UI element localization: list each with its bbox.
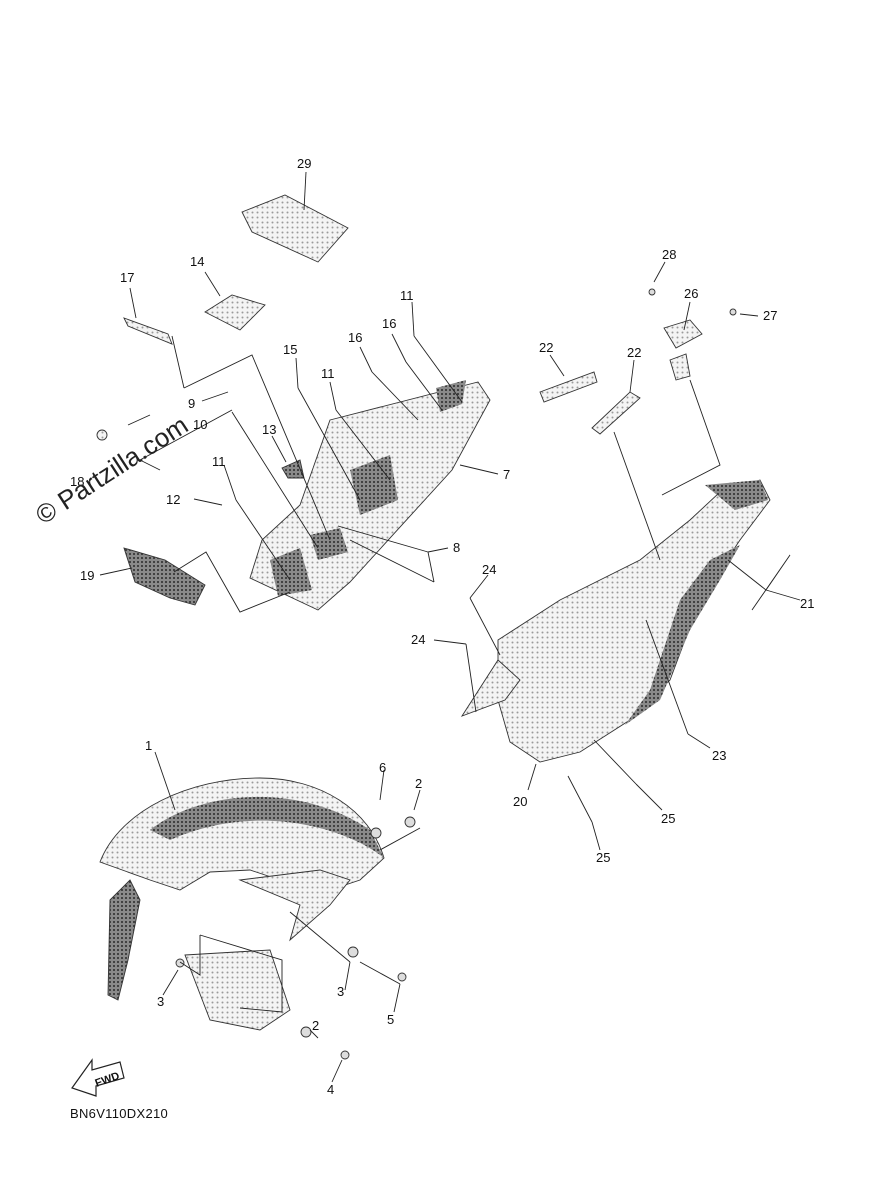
callout-29: 29 [297,156,311,171]
part-17-bolt [123,317,173,345]
callout-22a: 22 [539,340,553,355]
part-19-cover [123,547,206,606]
callouts: 29 14 17 15 16 16 11 11 9 10 13 18 11 12… [70,156,814,1097]
part-20-seat [460,479,771,763]
callout-16b: 16 [382,316,396,331]
part-26-27-28-hardware [648,288,737,381]
callout-7: 7 [503,467,510,482]
part-18-clip [96,429,108,441]
drawing-code: BN6V110DX210 [70,1106,169,1121]
part-13-clip [281,459,305,479]
fwd-arrow-icon: FWD [71,1058,125,1097]
callout-23: 23 [712,748,726,763]
callout-19: 19 [80,568,94,583]
callout-11b: 11 [321,366,335,381]
part-14-pad [204,294,266,331]
callout-3a: 3 [157,994,164,1009]
callout-16a: 16 [348,330,362,345]
callout-3b: 3 [337,984,344,999]
callout-2b: 2 [312,1018,319,1033]
callout-24b: 24 [411,632,425,647]
callout-13: 13 [262,422,276,437]
callout-24a: 24 [482,562,496,577]
callout-8: 8 [453,540,460,555]
part-29-pad [241,194,349,263]
callout-1: 1 [145,738,152,753]
callout-4: 4 [327,1082,334,1097]
callout-20: 20 [513,794,527,809]
callout-21: 21 [800,596,814,611]
callout-22b: 22 [627,345,641,360]
leader-lines [99,171,801,1083]
callout-11a: 11 [400,288,414,303]
part-22-rubber-b [591,391,641,435]
part-22-rubber-a [539,371,598,403]
callout-25a: 25 [661,811,675,826]
callout-9: 9 [188,396,195,411]
callout-25b: 25 [596,850,610,865]
callout-14: 14 [190,254,204,269]
callout-5: 5 [387,1012,394,1027]
callout-17: 17 [120,270,134,285]
callout-15: 15 [283,342,297,357]
part-1-front-fender [99,777,385,1031]
part-7-cover [249,380,491,611]
callout-12: 12 [166,492,180,507]
callout-28: 28 [662,247,676,262]
callout-27: 27 [763,308,777,323]
callout-18: 18 [70,474,84,489]
callout-26: 26 [684,286,698,301]
fender-hardware [175,816,416,1060]
callout-6: 6 [379,760,386,775]
callout-11c: 11 [212,454,226,469]
callout-10: 10 [193,417,207,432]
callout-2a: 2 [415,776,422,791]
